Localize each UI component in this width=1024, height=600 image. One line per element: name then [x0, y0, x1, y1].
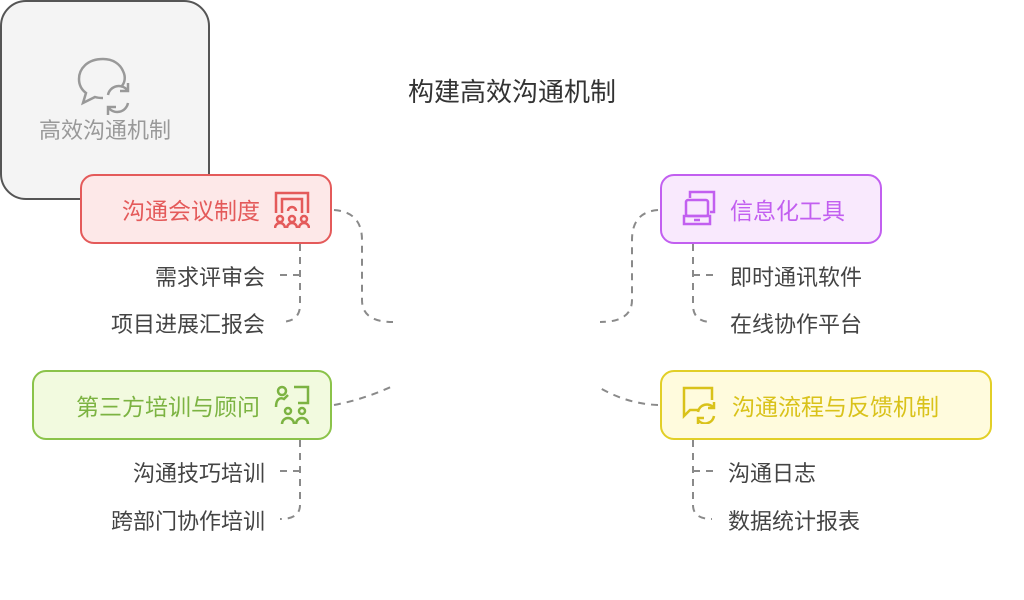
connector-red — [333, 209, 394, 323]
chat-sync-icon — [77, 57, 130, 115]
connector-red-items — [275, 244, 301, 323]
branch-training-consulting: 第三方培训与顾问 — [32, 370, 332, 440]
branch-process-feedback: 沟通流程与反馈机制 — [660, 370, 992, 440]
connector-purple — [599, 209, 659, 323]
item-requirement-review: 需求评审会 — [154, 266, 265, 291]
item-communication-skills-training: 沟通技巧培训 — [132, 462, 265, 487]
connector-green — [333, 385, 394, 406]
connector-green-items — [275, 440, 301, 520]
item-statistics-report: 数据统计报表 — [728, 510, 861, 535]
connector-yellow — [599, 387, 659, 406]
branch-label: 沟通会议制度 — [122, 199, 260, 225]
branch-it-tools: 信息化工具 — [660, 174, 882, 244]
center-label: 高效沟通机制 — [38, 119, 171, 144]
branch-meeting-system: 沟通会议制度 — [80, 174, 332, 244]
branch-label: 沟通流程与反馈机制 — [732, 395, 939, 421]
connector-yellow-items — [692, 440, 718, 520]
feedback-loop-icon — [682, 386, 716, 424]
branch-label: 第三方培训与顾问 — [76, 395, 260, 421]
laptop-icon — [682, 190, 716, 226]
diagram-title: 构建高效沟通机制 — [407, 78, 616, 108]
item-instant-messaging: 即时通讯软件 — [730, 266, 863, 291]
item-communication-log: 沟通日志 — [728, 462, 817, 487]
branch-label: 信息化工具 — [730, 199, 845, 225]
meeting-people-icon — [274, 191, 310, 229]
item-progress-report: 项目进展汇报会 — [110, 313, 265, 338]
item-collaboration-platform: 在线协作平台 — [730, 313, 863, 338]
connector-purple-items — [692, 244, 718, 323]
item-cross-department-training: 跨部门协作培训 — [110, 510, 265, 535]
center-node: 高效沟通机制 — [0, 0, 210, 200]
training-group-icon — [274, 385, 310, 425]
